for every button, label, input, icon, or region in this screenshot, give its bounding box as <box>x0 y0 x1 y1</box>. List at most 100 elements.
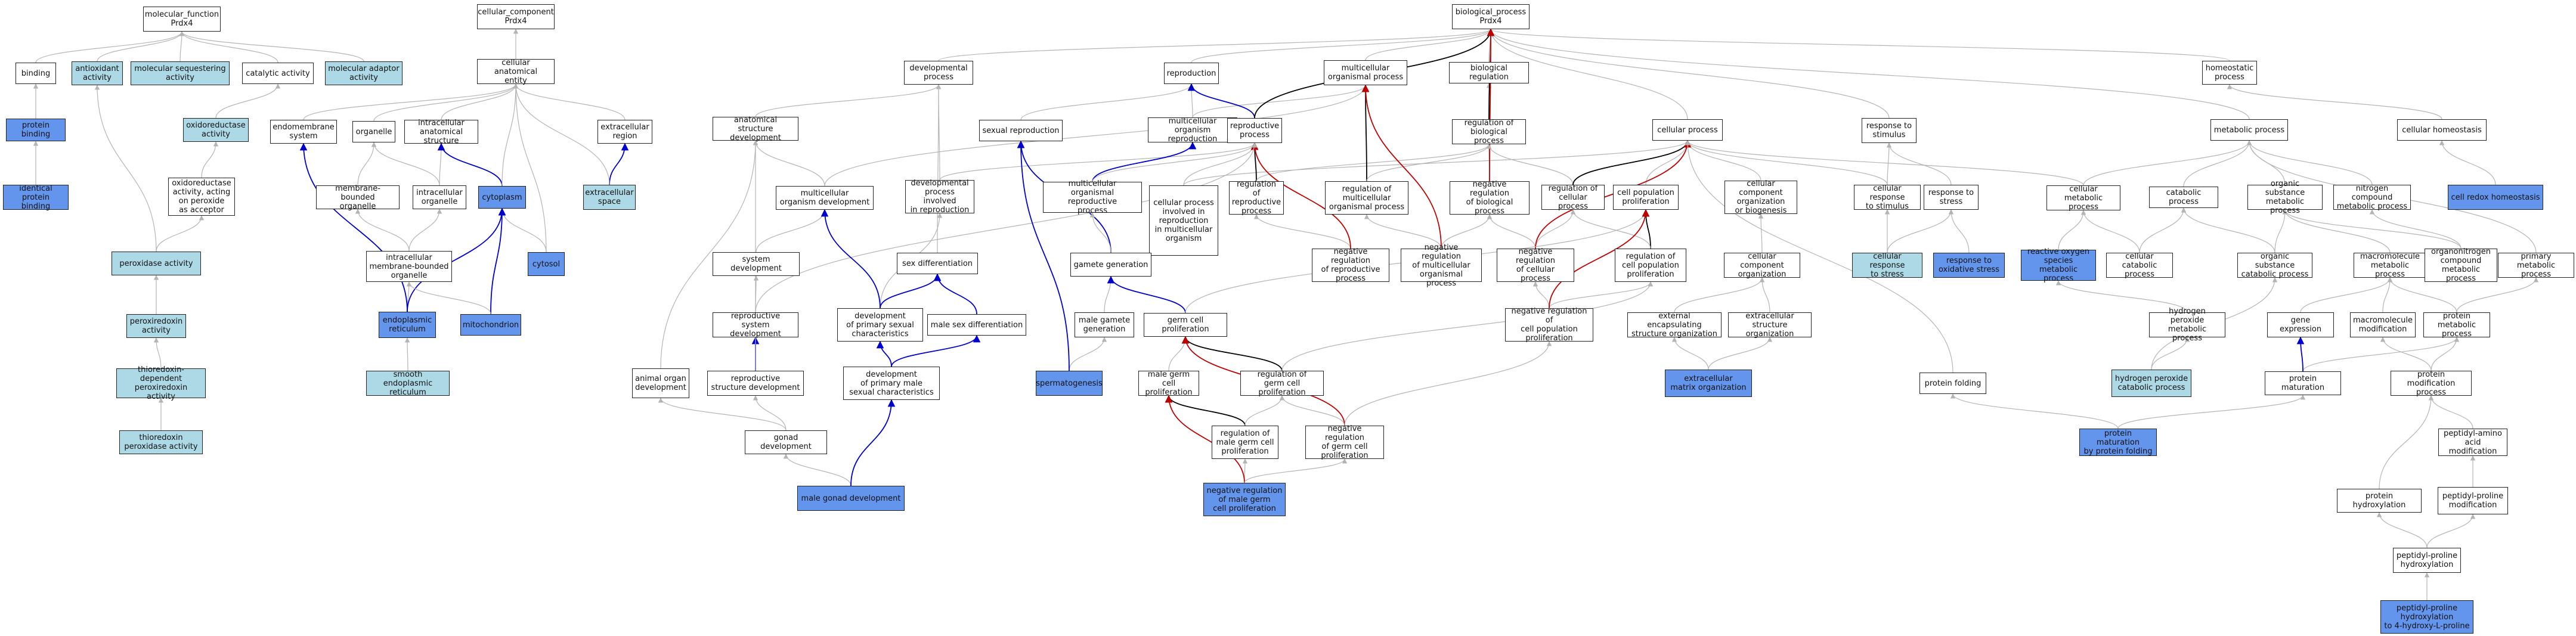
node-orgsubcatab[interactable]: organic substance catabolic process <box>2237 252 2312 279</box>
node-cytosol[interactable]: cytosol <box>528 252 565 276</box>
node-cellrepro[interactable]: cellular process involved in reproductio… <box>1149 185 1218 256</box>
node-cellhomeo[interactable]: cellular homeostasis <box>2397 119 2487 141</box>
node-oxperox[interactable]: oxidoreductase activity, acting on perox… <box>168 178 235 216</box>
node-devprimsex[interactable]: development of primary sexual characteri… <box>837 308 923 342</box>
node-cellpop[interactable]: cell population proliferation <box>1613 185 1679 210</box>
node-resp[interactable]: response to stimulus <box>1862 118 1916 143</box>
node-macromod[interactable]: macromolecule modification <box>2350 312 2416 337</box>
node-trxperox[interactable]: thioredoxin peroxidase activity <box>119 430 203 454</box>
node-multirepro[interactable]: multicellular organism reproduction <box>1148 117 1237 144</box>
node-regcell[interactable]: regulation of cellular process <box>1541 184 1605 211</box>
node-protmod[interactable]: protein modification process <box>2391 370 2472 397</box>
node-ros[interactable]: reactive oxygen species metabolic proces… <box>2021 247 2096 283</box>
node-protmatfold[interactable]: protein maturation by protein folding <box>2079 429 2157 456</box>
node-devproc[interactable]: developmental process <box>904 61 973 85</box>
node-malegamgen[interactable]: male gamete generation <box>1075 312 1134 337</box>
node-intraorg[interactable]: intracellular organelle <box>413 185 466 209</box>
node-antiox[interactable]: antioxidant activity <box>72 61 123 85</box>
node-animorgan[interactable]: animal organ development <box>632 368 689 398</box>
node-oxred[interactable]: oxidoreductase activity <box>183 118 249 142</box>
node-identprot[interactable]: identical protein binding <box>3 184 69 211</box>
node-cytoplasm[interactable]: cytoplasm <box>478 186 526 209</box>
node-negregrepro[interactable]: negative regulation of reproductive proc… <box>1312 247 1389 283</box>
node-endomem[interactable]: endomembrane system <box>270 120 337 144</box>
node-pepprolmod[interactable]: peptidyl-proline modification <box>2438 487 2508 514</box>
node-malesexdiff[interactable]: male sex differentiation <box>927 314 1026 336</box>
node-pepaa[interactable]: peptidyl-amino acid modification <box>2438 429 2507 456</box>
node-negregbio[interactable]: negative regulation of biological proces… <box>1450 180 1530 216</box>
node-cellredox[interactable]: cell redox homeostasis <box>2448 185 2543 210</box>
node-reproproc[interactable]: reproductive process <box>1227 118 1282 143</box>
node-trxdep[interactable]: thioredoxin-dependent peroxiredoxin acti… <box>116 365 206 401</box>
node-bind[interactable]: binding <box>16 63 56 84</box>
node-geneexp[interactable]: gene expression <box>2267 312 2334 337</box>
node-cellrespstress[interactable]: cellular response to stress <box>1852 252 1922 279</box>
node-regmalegerm[interactable]: regulation of male germ cell proliferati… <box>1212 426 1278 459</box>
node-metab[interactable]: metabolic process <box>2210 119 2288 141</box>
node-sysdev[interactable]: system development <box>713 252 800 276</box>
node-protmat[interactable]: protein maturation <box>2265 371 2341 395</box>
node-er[interactable]: endoplasmic reticulum <box>379 312 436 338</box>
node-intramemorg[interactable]: intracellular membrane-bounded organelle <box>366 251 452 282</box>
node-cae[interactable]: cellular anatomical entity <box>477 58 555 85</box>
node-regrepro[interactable]: regulation of reproductive process <box>1229 180 1284 216</box>
node-germprolif[interactable]: germ cell proliferation <box>1144 313 1227 337</box>
node-protfold[interactable]: protein folding <box>1919 373 1986 394</box>
node-cellcatab[interactable]: cellular catabolic process <box>2106 252 2173 279</box>
node-homeo[interactable]: homeostatic process <box>2202 61 2257 85</box>
node-devrepro[interactable]: developmental process involved in reprod… <box>905 179 974 215</box>
node-memborg[interactable]: membrane-bounded organelle <box>316 184 400 211</box>
node-organelle[interactable]: organelle <box>352 121 395 142</box>
node-anatdev[interactable]: anatomical structure development <box>713 116 798 142</box>
node-pepprolhyd[interactable]: peptidyl-proline hydroxylation <box>2393 548 2461 573</box>
node-protbind[interactable]: protein binding <box>6 119 66 141</box>
node-regmulti[interactable]: regulation of multicellular organismal p… <box>1325 181 1408 215</box>
node-cellcomp[interactable]: cellular component organization or bioge… <box>1724 179 1797 215</box>
node-respstress[interactable]: response to stress <box>1924 185 1979 210</box>
node-h2o2catab[interactable]: hydrogen peroxide catabolic process <box>2111 370 2191 397</box>
node-multiorg[interactable]: multicellular organismal process <box>1324 60 1407 85</box>
node-protmet[interactable]: protein metabolic process <box>2423 312 2490 339</box>
node-primmet[interactable]: primary metabolic process <box>2498 252 2574 279</box>
node-prxact[interactable]: peroxiredoxin activity <box>126 314 186 338</box>
node-negregcell[interactable]: negative regulation of cellular process <box>1497 247 1574 283</box>
node-intracae[interactable]: intracellular anatomical structure <box>404 119 478 145</box>
node-malegonad[interactable]: male gonad development <box>797 486 905 511</box>
node-multiorgrepro[interactable]: multicellular organismal reproductive pr… <box>1043 179 1142 215</box>
node-negregmulti[interactable]: negative regulation of multicellular org… <box>1401 243 1482 288</box>
node-malegerm[interactable]: male germ cell proliferation <box>1138 370 1199 397</box>
node-extencap[interactable]: external encapsulating structure organiz… <box>1627 312 1722 339</box>
node-catab[interactable]: catabolic process <box>2149 187 2218 208</box>
node-bp[interactable]: biological_process Prdx4 <box>1452 4 1530 29</box>
node-reggerm[interactable]: regulation of germ cell proliferation <box>1240 370 1324 397</box>
node-molseq[interactable]: molecular sequestering activity <box>131 61 230 85</box>
node-extreg[interactable]: extracellular region <box>597 120 652 144</box>
node-repro[interactable]: reproduction <box>1164 63 1219 84</box>
node-molad[interactable]: molecular adaptor activity <box>325 61 402 85</box>
node-cat[interactable]: catalytic activity <box>242 63 314 84</box>
node-regbio[interactable]: regulation of biological process <box>1452 119 1526 145</box>
node-respoxstress[interactable]: response to oxidative stress <box>1933 253 2005 278</box>
node-macromet[interactable]: macromolecule metabolic process <box>2354 252 2426 279</box>
node-orgsub[interactable]: organic substance metabolic process <box>2247 179 2323 215</box>
node-negreggerm[interactable]: negative regulation of germ cell prolife… <box>1305 424 1384 460</box>
node-multidev[interactable]: multicellular organism development <box>776 186 874 210</box>
node-gonad[interactable]: gonad development <box>745 430 827 454</box>
node-sexdiff[interactable]: sex differentiation <box>897 253 978 274</box>
node-prothydrox[interactable]: protein hydroxylation <box>2337 489 2422 513</box>
node-ser[interactable]: smooth endoplasmic reticulum <box>366 370 450 397</box>
node-nitro[interactable]: nitrogen compound metabolic process <box>2333 184 2411 211</box>
node-gamgen[interactable]: gamete generation <box>1070 253 1151 277</box>
node-extspace[interactable]: extracellular space <box>583 185 636 210</box>
node-extcellorg[interactable]: extracellular structure organization <box>1728 312 1812 339</box>
node-cellresp[interactable]: cellular response to stimulus <box>1854 184 1921 211</box>
node-cc[interactable]: cellular_component Prdx4 <box>477 4 555 29</box>
node-spermato[interactable]: spermatogenesis <box>1036 371 1103 396</box>
node-negregcellpop[interactable]: negative regulation of cell population p… <box>1505 307 1593 343</box>
node-pepprolhyd4[interactable]: peptidyl-proline hydroxylation to 4-hydr… <box>2380 600 2473 634</box>
node-bioreg[interactable]: biological regulation <box>1449 62 1529 83</box>
node-peroxact[interactable]: peroxidase activity <box>112 252 201 275</box>
node-regcellpop[interactable]: regulation of cell population proliferat… <box>1615 249 1686 282</box>
node-cellcomporg[interactable]: cellular component organization <box>1724 252 1800 279</box>
node-reprostruct[interactable]: reproductive structure development <box>707 371 804 396</box>
